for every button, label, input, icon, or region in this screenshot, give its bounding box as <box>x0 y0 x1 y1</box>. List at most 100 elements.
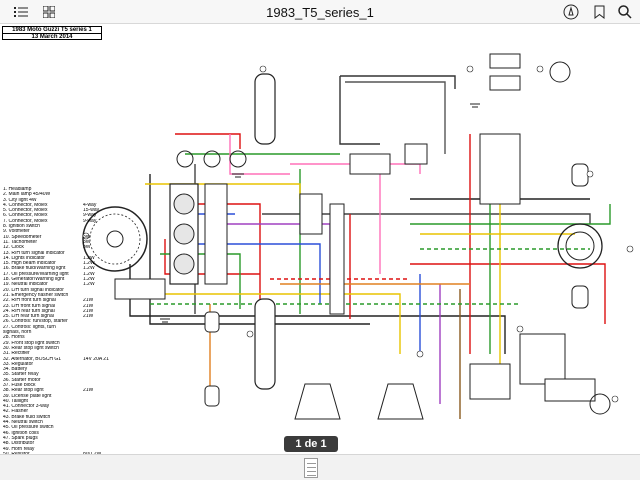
legend-item: 20. L/H turn signal indicator <box>3 288 143 293</box>
diagram-header-date: 13 March 2014 <box>31 34 73 40</box>
legend-item: 9. Voltmeter <box>3 229 143 234</box>
bookmark-icon[interactable] <box>590 3 608 21</box>
legend-item-spec: 9-way <box>83 213 97 219</box>
search-icon[interactable] <box>616 3 634 21</box>
legend-item-label: 41. Connector 3-way <box>3 404 50 410</box>
legend-item: 36. Starter motor <box>3 378 143 383</box>
legend-item-spec: 21W <box>83 298 94 304</box>
legend-item: 44. Neutral switch <box>3 420 143 425</box>
legend-item: 2. Main lamp 45/40W <box>3 192 143 197</box>
legend-item: 38. Rear stop light 21W <box>3 388 143 393</box>
legend-item: 27. Controls: lights, turn <box>3 325 143 330</box>
legend-item-spec: 3W <box>83 234 91 240</box>
legend-item-spec: 1.2W <box>83 255 95 261</box>
legend-item-label: 35. Starter relay <box>3 372 39 378</box>
legend-item-label: 6. Connector, Molex <box>3 213 48 219</box>
legend-item-label: 4. Connector, Molex <box>3 202 48 208</box>
grid-icon[interactable] <box>40 3 58 21</box>
legend-item-label: 26. Controls: run/stop, starter <box>3 319 68 325</box>
legend-item-label: 29. Front stop light switch <box>3 340 60 346</box>
legend-item-spec: 21W <box>83 388 94 394</box>
legend-item-label: 43. Brake fluid switch <box>3 414 51 420</box>
legend-item-label: 18. Generator/Warning light <box>3 277 65 283</box>
legend-item-label: 15. High beam indicator <box>3 261 56 267</box>
legend-item-spec: 4-way <box>83 202 97 208</box>
pen-icon[interactable] <box>562 3 580 21</box>
legend-item-label: 42. Flasher <box>3 409 29 415</box>
legend-item: 25. L/H rear turn signal 21W <box>3 314 143 319</box>
legend-item: 18. Generator/Warning light 1.2W <box>3 277 143 282</box>
legend-item-label: 13. R/H turn signal indicator <box>3 250 65 256</box>
legend-item: 43. Brake fluid switch <box>3 415 143 420</box>
legend-item: signals, horn <box>3 330 143 335</box>
legend-item-label: 44. Neutral switch <box>3 420 43 426</box>
legend-item-label: 11. Tachometer <box>3 239 38 245</box>
legend-item-label: 25. L/H rear turn signal <box>3 314 54 320</box>
legend-item-spec: 3W <box>83 245 91 251</box>
legend-item: 45. Oil pressure switch <box>3 425 143 430</box>
legend-item-label: 14. Lights indicator <box>3 255 45 261</box>
legend-item: 21. Emergency flasher switch <box>3 293 143 298</box>
legend-item: 30. Rear stop light switch <box>3 346 143 351</box>
legend-item-label: 31. Rectifier <box>3 351 30 357</box>
legend-item: 39. License plate light <box>3 394 143 399</box>
legend-item-label: 33. Regulator <box>3 361 34 367</box>
legend-item: 13. R/H turn signal indicator <box>3 251 143 256</box>
legend-item: 40. Taillight <box>3 399 143 404</box>
legend-item-label: 28. Horns <box>3 335 25 341</box>
legend-item-spec: 9-way <box>83 218 97 224</box>
legend-item-label: 19. Neutral indicator <box>3 282 48 288</box>
page-indicator: 1 de 1 <box>284 436 338 452</box>
legend-item-label: 20. L/H turn signal indicator <box>3 287 64 293</box>
legend-item-label: 39. License plate light <box>3 393 52 399</box>
legend-item-label: 30. Rear stop light switch <box>3 345 59 351</box>
wiring-diagram <box>82 53 634 420</box>
legend-item-label: 40. Taillight <box>3 398 28 404</box>
legend-item-label: 1. Headlamp <box>3 187 32 192</box>
document-page: 1983 Moto Guzzi T5 series 1 13 March 201… <box>0 24 640 457</box>
legend-item-spec: 21W <box>83 308 94 314</box>
legend-item: 26. Controls: run/stop, starter <box>3 319 143 324</box>
legend-item-label: 47. Spark plugs <box>3 435 38 441</box>
legend-item-label: 9. Voltmeter <box>3 229 30 235</box>
legend-item-label: 16. Brake fluid/Warning light <box>3 266 66 272</box>
list-icon[interactable] <box>12 3 30 21</box>
legend-item-label: signals, horn <box>3 330 32 336</box>
legend-item: 22. R/H front turn signal 21W <box>3 298 143 303</box>
legend-item-label: 34. Battery <box>3 367 28 373</box>
legend-item: 28. Horns <box>3 335 143 340</box>
legend-item-spec: 1.2W <box>83 277 95 283</box>
document-title: 1983_T5_series_1 <box>266 5 374 20</box>
legend-item-spec: 21W <box>83 303 94 309</box>
legend-item-label: 21. Emergency flasher switch <box>3 292 69 298</box>
diagram-header: 1983 Moto Guzzi T5 series 1 13 March 201… <box>2 26 102 40</box>
legend-item-label: 38. Rear stop light <box>3 388 44 394</box>
legend-item: 47. Spark plugs <box>3 436 143 441</box>
legend-item: 10. Speedometer 3W <box>3 235 143 240</box>
legend-item-label: 10. Speedometer <box>3 234 42 240</box>
legend-item-label: 22. R/H front turn signal <box>3 298 56 304</box>
legend-item-label: 2. Main lamp 45/40W <box>3 192 51 198</box>
legend-item: 49. Horn relay <box>3 447 143 452</box>
legend-item: 3. City light 4W <box>3 198 143 203</box>
headlamp-symbol <box>82 206 148 272</box>
legend-item: 6. Connector, Molex 9-way <box>3 213 143 218</box>
legend-item-label: 45. Oil pressure switch <box>3 425 54 431</box>
legend-item-label: 27. Controls: lights, turn <box>3 324 56 330</box>
legend-item-label: 5. Connector, Molex <box>3 208 48 214</box>
legend-item: 35. Starter relay <box>3 372 143 377</box>
page-thumbnail[interactable] <box>304 458 318 478</box>
legend-item-spec: 21W <box>83 314 94 320</box>
legend-item-spec: 14V 20A 21 <box>83 356 109 362</box>
legend-item-label: 32. Alternator, BOSCH G1 <box>3 356 62 362</box>
legend-item: 14. Lights indicator 1.2W <box>3 256 143 261</box>
legend-item: 4. Connector, Molex 4-way <box>3 203 143 208</box>
legend-item-label: 17. Oil pressure/Warning light <box>3 271 69 277</box>
